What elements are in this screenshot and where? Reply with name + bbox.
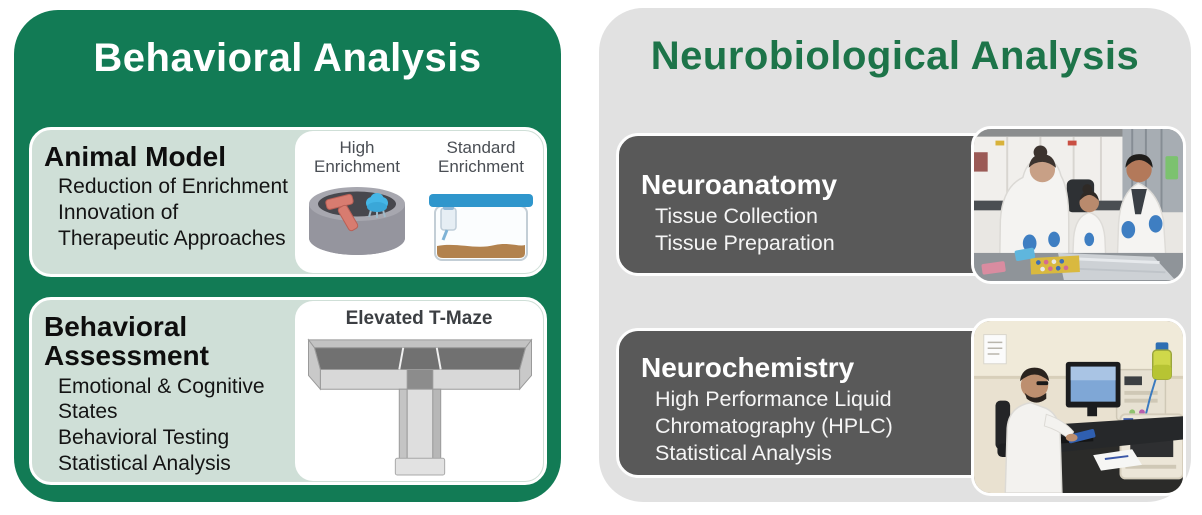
- behavioral-assessment-item: Statistical Analysis: [58, 451, 231, 475]
- person-at-computer: [995, 367, 1096, 493]
- animal-model-item: Reduction of Enrichment: [58, 175, 288, 199]
- high-enrichment-label: High Enrichment: [314, 138, 400, 176]
- standard-enrichment-label: Standard Enrichment: [438, 138, 524, 176]
- neurochemistry-heading: Neurochemistry: [641, 352, 855, 383]
- neurochemistry-item: Statistical Analysis: [655, 441, 832, 466]
- neuroanatomy-items: Tissue Collection Tissue Preparation: [655, 203, 960, 257]
- standard-enrichment-column: Standard Enrichment: [419, 131, 543, 273]
- neuroanatomy-heading: Neuroanatomy: [641, 169, 838, 200]
- cage-group: [429, 194, 533, 262]
- behavioral-assessment-card: Behavioral Assessment Emotional & Cognit…: [29, 297, 547, 485]
- behavioral-assessment-items: Emotional & Cognitive States Behavioral …: [58, 374, 294, 476]
- t-maze-group: [307, 338, 533, 476]
- enrichment-comparison-illustration: High Enrichment: [295, 131, 543, 273]
- wall-papers: [983, 334, 1007, 365]
- neurobiological-analysis-title: Neurobiological Analysis: [650, 34, 1140, 78]
- desk: [1030, 416, 1183, 456]
- behavioral-assessment-item: Behavioral Testing: [58, 426, 230, 449]
- lab-team-bench-photo: [971, 126, 1186, 284]
- monitor: [1065, 361, 1121, 417]
- desk-papers: [1093, 449, 1142, 471]
- lab-team-bench-photo-image: [974, 129, 1183, 281]
- animal-model-item: Innovation of Therapeutic Approaches: [58, 201, 286, 250]
- bench-foreground: [974, 247, 1183, 281]
- t-maze-label: Elevated T-Maze: [345, 308, 493, 329]
- t-maze-icon: [307, 338, 533, 476]
- person-left: [998, 145, 1070, 281]
- animal-model-items: Reduction of Enrichment Innovation of Th…: [58, 174, 294, 251]
- enrichment-tub-icon: [309, 187, 405, 256]
- behavioral-assessment-heading: Behavioral Assessment: [44, 311, 209, 372]
- blue-dome-toy: [366, 193, 388, 219]
- high-enrichment-column: High Enrichment: [295, 131, 419, 273]
- solvent-bottle: [1144, 342, 1173, 415]
- behavioral-assessment-item: Emotional & Cognitive States: [58, 374, 265, 424]
- behavioral-assessment-text: Behavioral Assessment Emotional & Cognit…: [32, 300, 294, 482]
- behavioral-analysis-panel: Behavioral Analysis Animal Model Reducti…: [14, 10, 561, 502]
- standard-cage-icon: [429, 194, 533, 262]
- animal-model-heading: Animal Model: [44, 141, 227, 172]
- hplc-workstation-photo-image: [974, 321, 1183, 493]
- animal-model-text: Animal Model Reduction of Enrichment Inn…: [32, 130, 294, 274]
- tub-group: [309, 187, 405, 256]
- elevated-t-maze-illustration: Elevated T-Maze: [295, 301, 543, 481]
- neuroanatomy-item: Tissue Collection: [655, 204, 818, 229]
- neuroanatomy-item: Tissue Preparation: [655, 231, 835, 256]
- neurochemistry-item: High Performance Liquid Chromatography (…: [655, 387, 893, 439]
- behavioral-analysis-title: Behavioral Analysis: [93, 36, 482, 80]
- animal-model-card: Animal Model Reduction of Enrichment Inn…: [29, 127, 547, 277]
- neurochemistry-items: High Performance Liquid Chromatography (…: [655, 386, 960, 467]
- neurobiological-analysis-panel: Neurobiological Analysis Neuroanatomy Ti…: [599, 8, 1191, 502]
- hplc-workstation-photo: [971, 318, 1186, 496]
